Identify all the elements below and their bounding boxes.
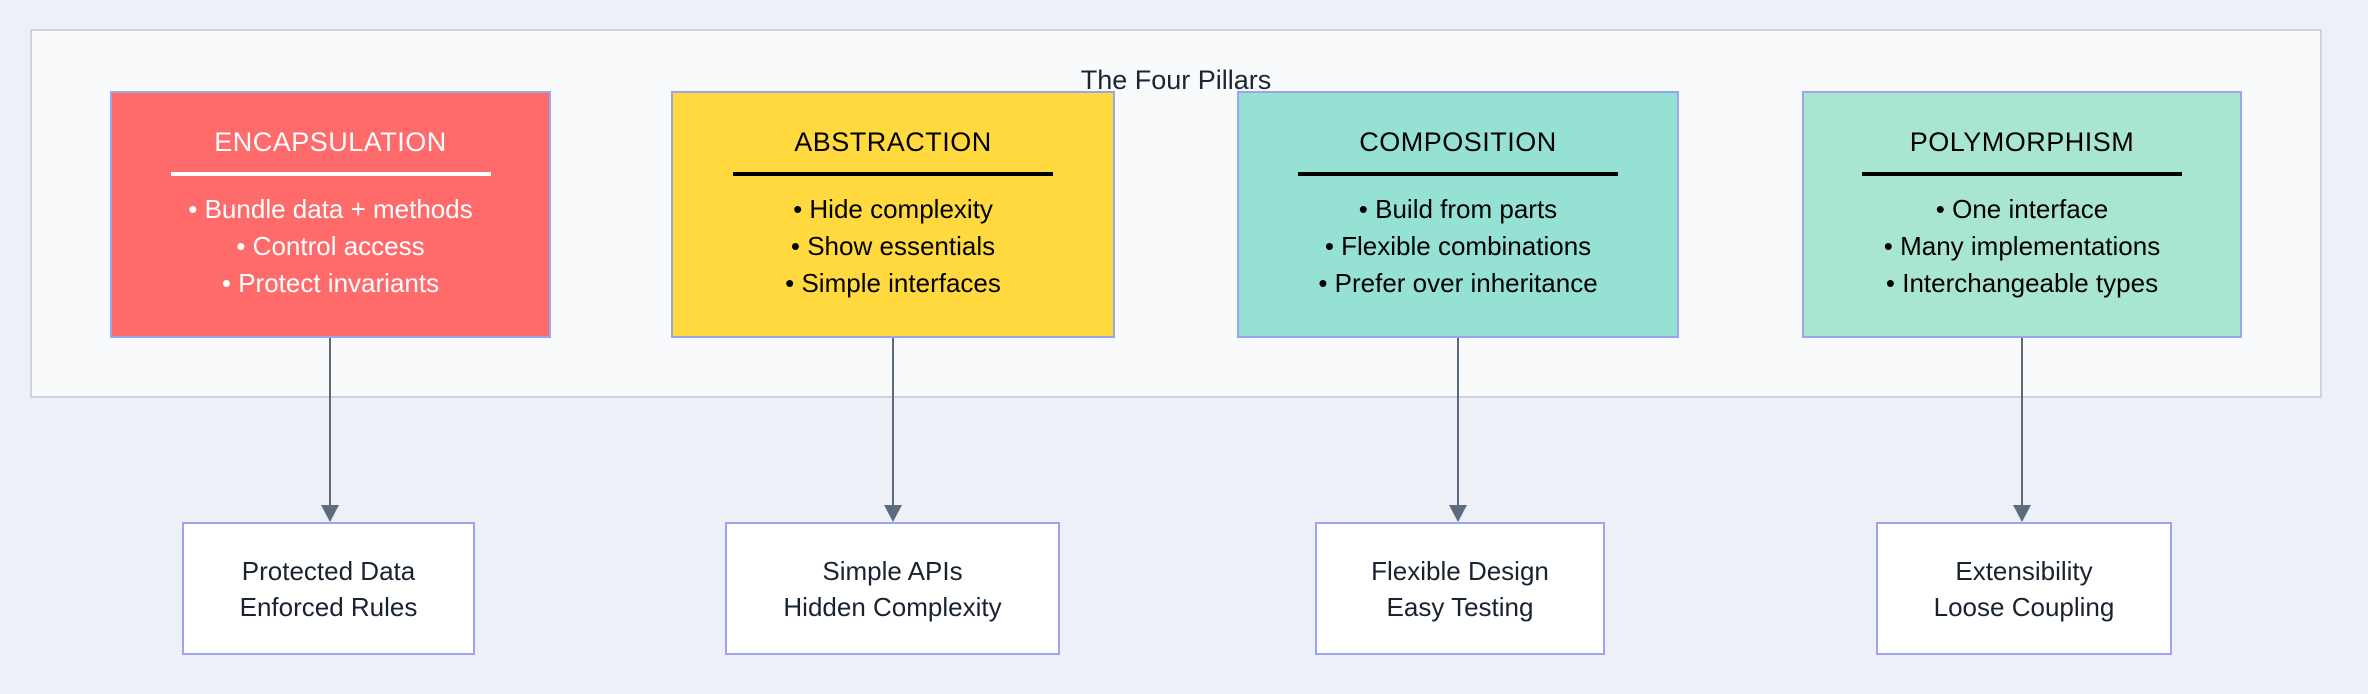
pillar-node-abstraction: ABSTRACTION • Hide complexity • Show ess… bbox=[671, 91, 1115, 338]
bullet-item: • Flexible combinations bbox=[1324, 231, 1592, 261]
outcome-line: Hidden Complexity bbox=[783, 591, 1002, 622]
arrow-line bbox=[892, 338, 894, 508]
pillar-title: ENCAPSULATION bbox=[214, 127, 447, 157]
outcome-line: Easy Testing bbox=[1386, 591, 1534, 622]
arrow-head-icon bbox=[1449, 505, 1467, 522]
pillar-title-underline bbox=[1298, 172, 1618, 176]
pillar-bullet-list: • Build from parts • Flexible combinatio… bbox=[1318, 191, 1597, 302]
arrow-line bbox=[329, 338, 331, 508]
pillar-bullet-list: • One interface • Many implementations •… bbox=[1884, 191, 2160, 302]
arrow-encapsulation-to-outcome bbox=[321, 338, 339, 522]
pillar-title-underline bbox=[1862, 172, 2182, 176]
arrow-polymorphism-to-outcome bbox=[2013, 338, 2031, 522]
pillar-node-composition: COMPOSITION • Build from parts • Flexibl… bbox=[1237, 91, 1679, 338]
arrow-composition-to-outcome bbox=[1449, 338, 1467, 522]
bullet-item: • Show essentials bbox=[790, 231, 996, 261]
bullet-item: • Prefer over inheritance bbox=[1318, 268, 1598, 298]
pillar-node-polymorphism: POLYMORPHISM • One interface • Many impl… bbox=[1802, 91, 2242, 338]
arrow-head-icon bbox=[321, 505, 339, 522]
outcome-node-abstraction: Simple APIs Hidden Complexity bbox=[725, 522, 1060, 655]
outcome-line: Extensibility bbox=[1955, 555, 2093, 586]
arrow-line bbox=[2021, 338, 2023, 508]
arrow-head-icon bbox=[2013, 505, 2031, 522]
pillar-title-underline bbox=[170, 172, 491, 176]
pillar-title: ABSTRACTION bbox=[794, 127, 992, 157]
arrow-abstraction-to-outcome bbox=[884, 338, 902, 522]
pillar-title-underline bbox=[733, 172, 1053, 176]
pillar-bullet-list: • Bundle data + methods • Control access… bbox=[188, 191, 472, 302]
pillar-title: POLYMORPHISM bbox=[1909, 127, 2135, 157]
pillar-title: COMPOSITION bbox=[1359, 127, 1557, 157]
bullet-item: • Many implementations bbox=[1883, 231, 2161, 261]
outcome-line: Enforced Rules bbox=[239, 591, 418, 622]
bullet-item: • Control access bbox=[236, 231, 425, 261]
outcome-line: Simple APIs bbox=[822, 555, 963, 586]
outcome-node-polymorphism: Extensibility Loose Coupling bbox=[1876, 522, 2172, 655]
bullet-item: • Bundle data + methods bbox=[188, 194, 473, 224]
bullet-item: • Interchangeable types bbox=[1885, 268, 2159, 298]
cluster-title: The Four Pillars bbox=[1080, 65, 1272, 95]
outcome-line: Protected Data bbox=[241, 555, 416, 586]
outcome-node-encapsulation: Protected Data Enforced Rules bbox=[182, 522, 475, 655]
bullet-item: • Simple interfaces bbox=[785, 268, 1001, 298]
arrow-head-icon bbox=[884, 505, 902, 522]
pillar-node-encapsulation: ENCAPSULATION • Bundle data + methods • … bbox=[110, 91, 551, 338]
pillar-bullet-list: • Hide complexity • Show essentials • Si… bbox=[785, 191, 1001, 302]
outcome-line: Flexible Design bbox=[1371, 555, 1549, 586]
bullet-item: • Build from parts bbox=[1358, 194, 1558, 224]
outcome-line: Loose Coupling bbox=[1933, 591, 2115, 622]
bullet-item: • One interface bbox=[1935, 194, 2109, 224]
outcome-node-composition: Flexible Design Easy Testing bbox=[1315, 522, 1605, 655]
arrow-line bbox=[1457, 338, 1459, 508]
bullet-item: • Protect invariants bbox=[221, 268, 440, 298]
bullet-item: • Hide complexity bbox=[793, 194, 993, 224]
